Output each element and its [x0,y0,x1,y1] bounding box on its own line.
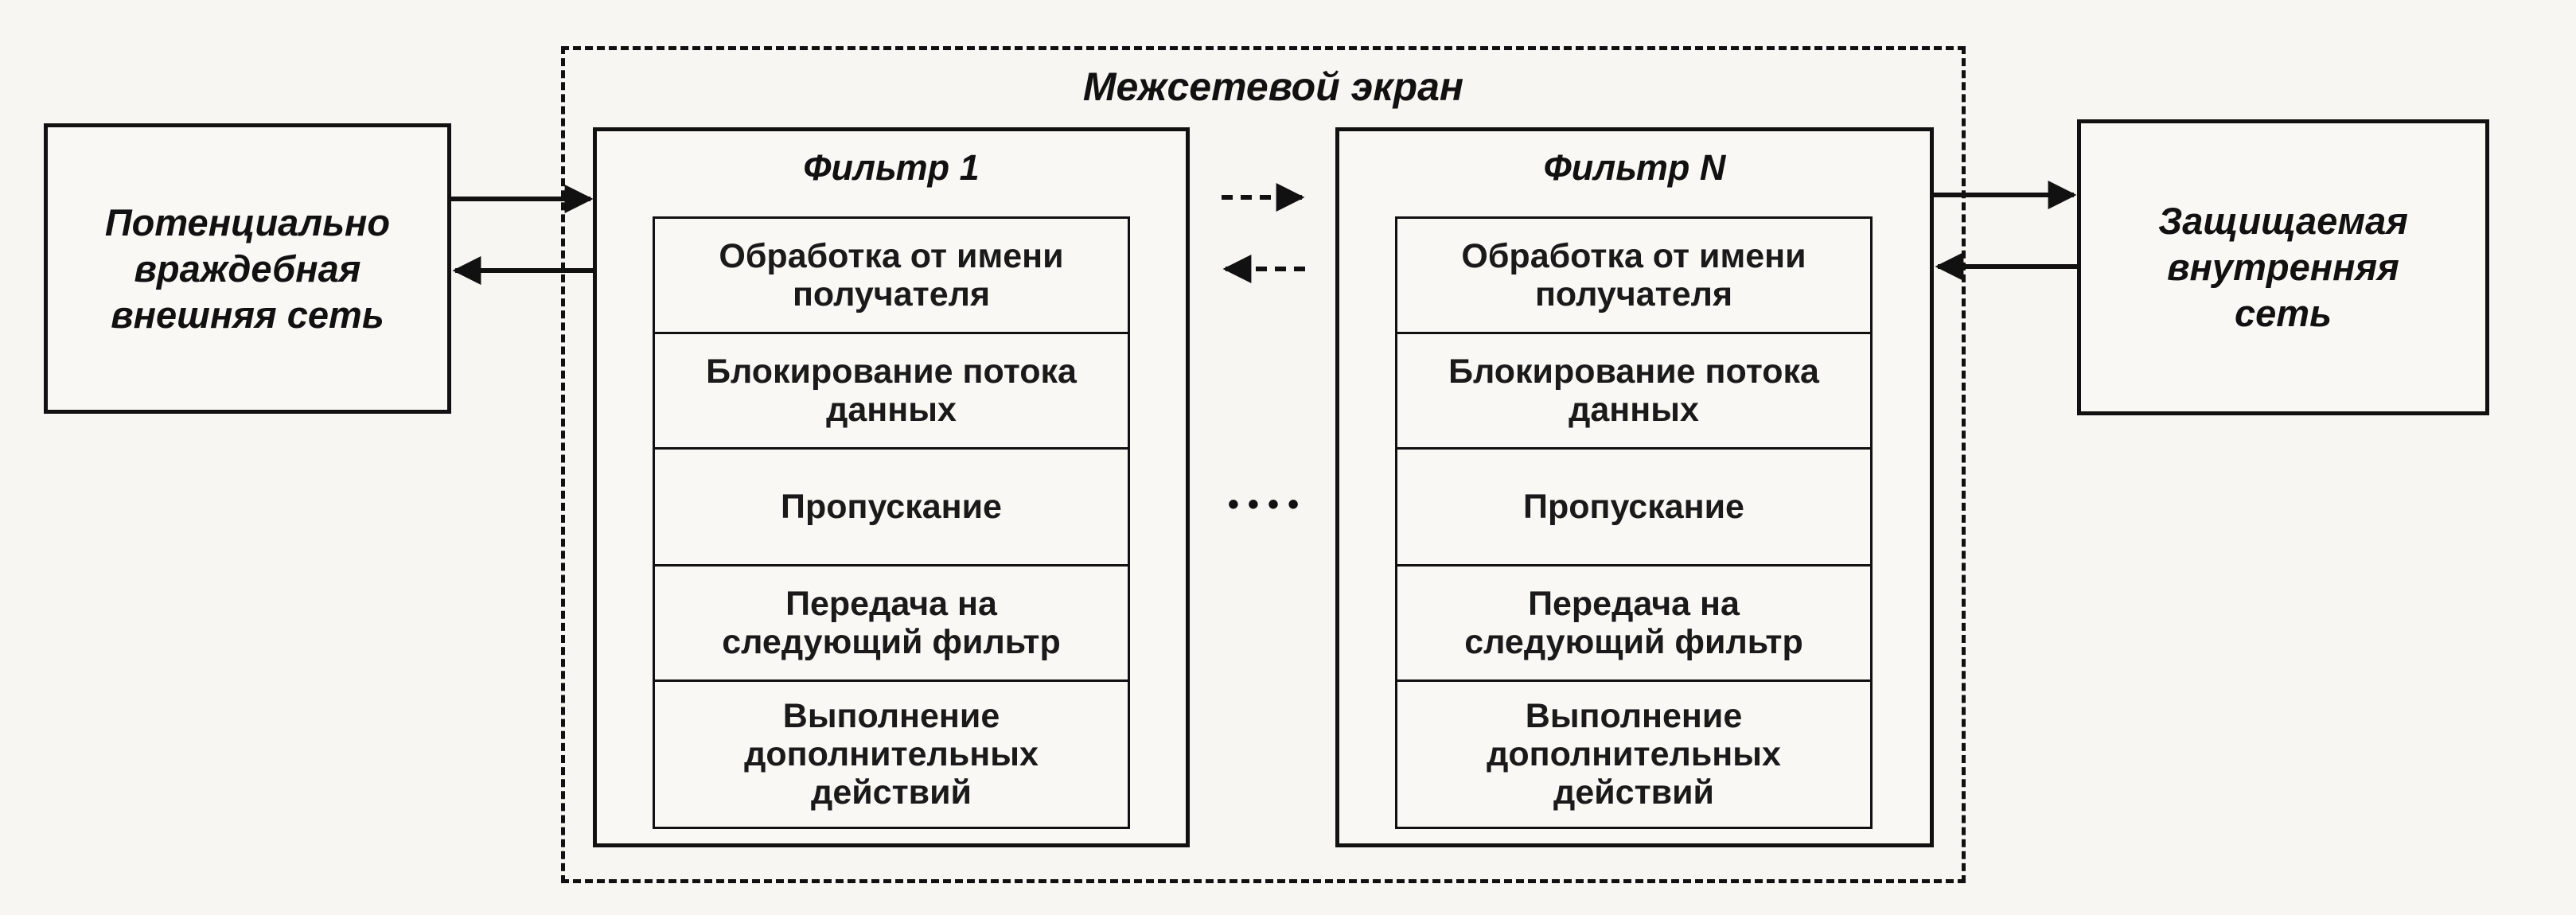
filter-n-box [1335,127,1934,847]
filter-n-op-4: Передача на следующий фильтр [1395,567,1873,682]
filter-n-op-1: Обработка от имени получателя [1395,216,1873,334]
internal-network-label: Защищаемая внутренняя сеть [2158,200,2408,334]
filter-1-op-4: Передача на следующий фильтр [653,567,1130,682]
filter-1-title: Фильтр 1 [803,147,980,188]
filter-n-op-3: Пропускание [1395,450,1873,567]
firewall-container [561,46,1966,883]
filter-n-op-2: Блокирование потока данных [1395,334,1873,450]
firewall-title: Межсетевой экран [1082,64,1464,109]
filters-ellipsis: • • • • [1227,487,1300,522]
filter-n-title: Фильтр N [1543,147,1726,188]
filter-1-box [593,127,1190,847]
external-network-box: Потенциально враждебная внешняя сеть [44,123,451,414]
filter-1-op-3: Пропускание [653,450,1130,567]
internal-network-box: Защищаемая внутренняя сеть [2077,119,2489,415]
filter-1-op-1: Обработка от имени получателя [653,216,1130,334]
filter-1-op-5: Выполнение дополнительных действий [653,682,1130,829]
filter-1-op-2: Блокирование потока данных [653,334,1130,450]
external-network-label: Потенциально враждебная внешняя сеть [104,201,391,336]
filter-n-op-5: Выполнение дополнительных действий [1395,682,1873,829]
